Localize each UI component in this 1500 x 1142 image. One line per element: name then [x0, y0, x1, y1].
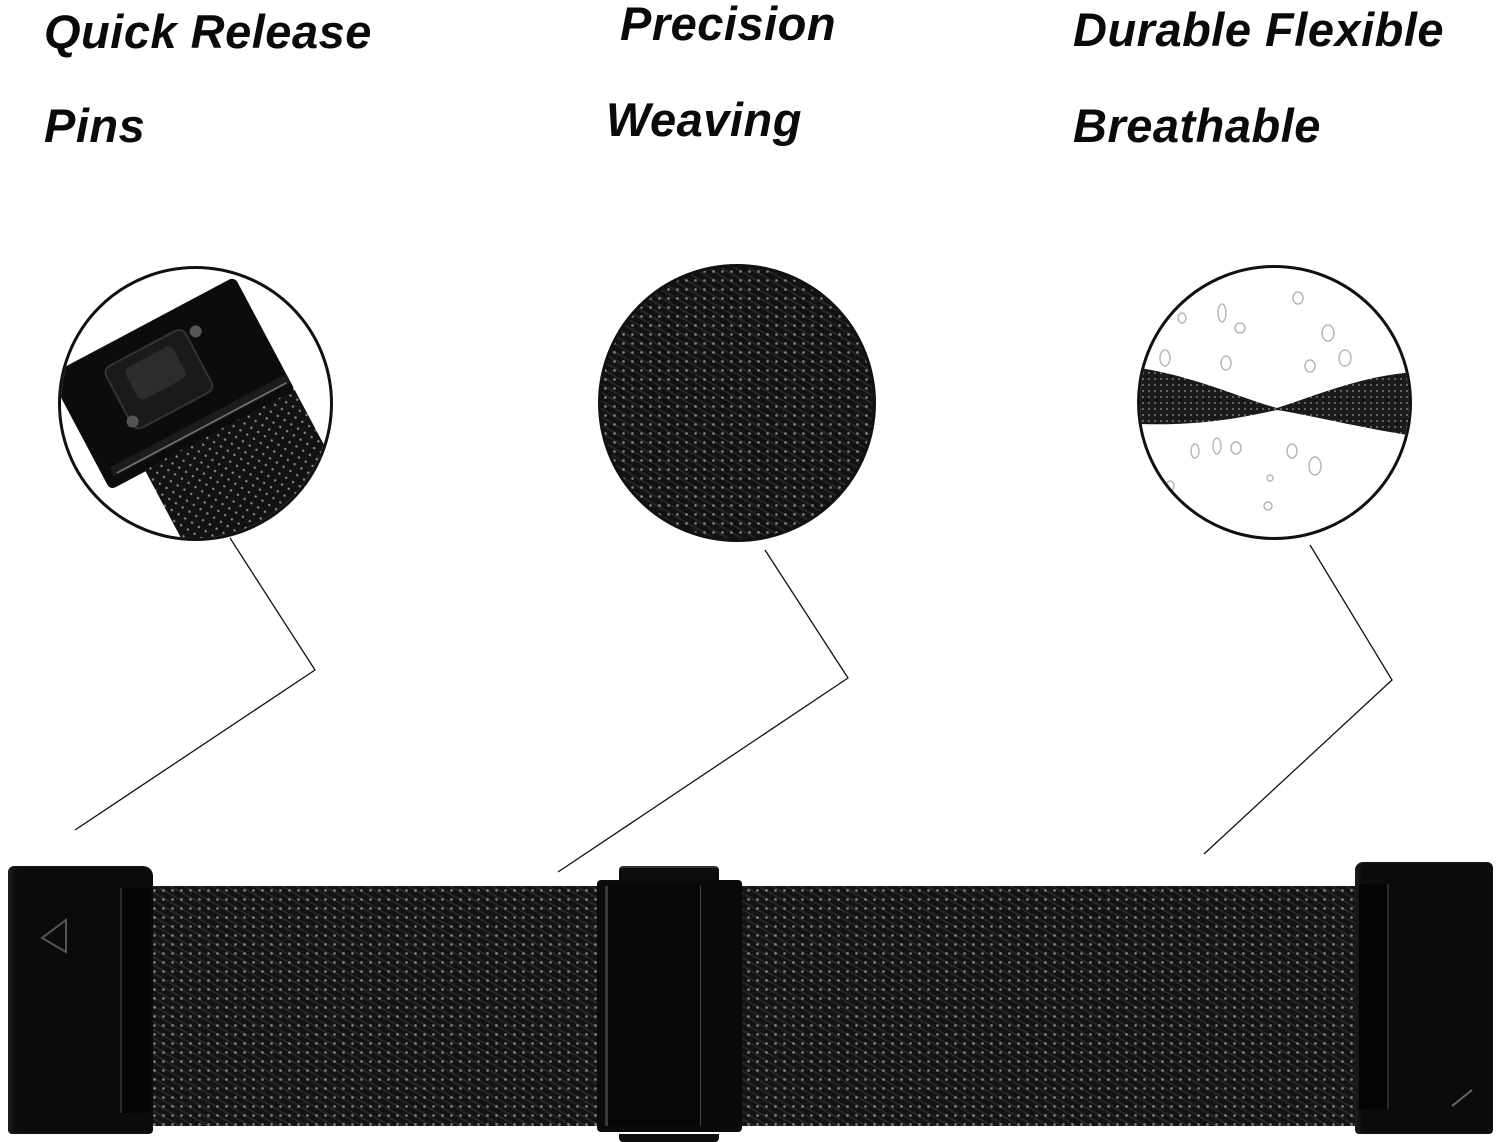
- left-connector-rail: [120, 888, 150, 1113]
- clasp-hinge-bottom: [619, 1134, 719, 1142]
- twisted-band-water-drops-icon: [1140, 291, 1409, 511]
- mesh-strap: [150, 886, 1360, 1126]
- precision-weaving-detail-circle: [598, 264, 876, 542]
- quick-release-detail-circle: [58, 266, 333, 541]
- feature-2-title-line1: Precision: [620, 0, 837, 50]
- triangle-arrow-icon: [40, 918, 67, 954]
- clasp-hinge-top: [619, 866, 719, 880]
- left-quick-release-connector: [8, 866, 153, 1134]
- feature-1-title-line1: Quick Release: [44, 5, 372, 58]
- feature-3-title-line1: Durable Flexible: [1073, 3, 1445, 56]
- feature-3-title-line2: Breathable: [1073, 99, 1321, 152]
- right-quick-release-connector: [1355, 862, 1493, 1134]
- mesh-weave-icon: [601, 267, 873, 539]
- quick-release-connector-icon: [61, 278, 330, 538]
- clasp-front-plate: [605, 886, 701, 1126]
- right-connector-rail: [1359, 884, 1389, 1109]
- slash-marker-icon: [1451, 1089, 1473, 1107]
- feature-1-title-line2: Pins: [44, 99, 146, 152]
- feature-2-title-line2: Weaving: [606, 93, 802, 146]
- breathable-detail-circle: [1137, 265, 1412, 540]
- center-sliding-clasp[interactable]: [597, 866, 742, 1142]
